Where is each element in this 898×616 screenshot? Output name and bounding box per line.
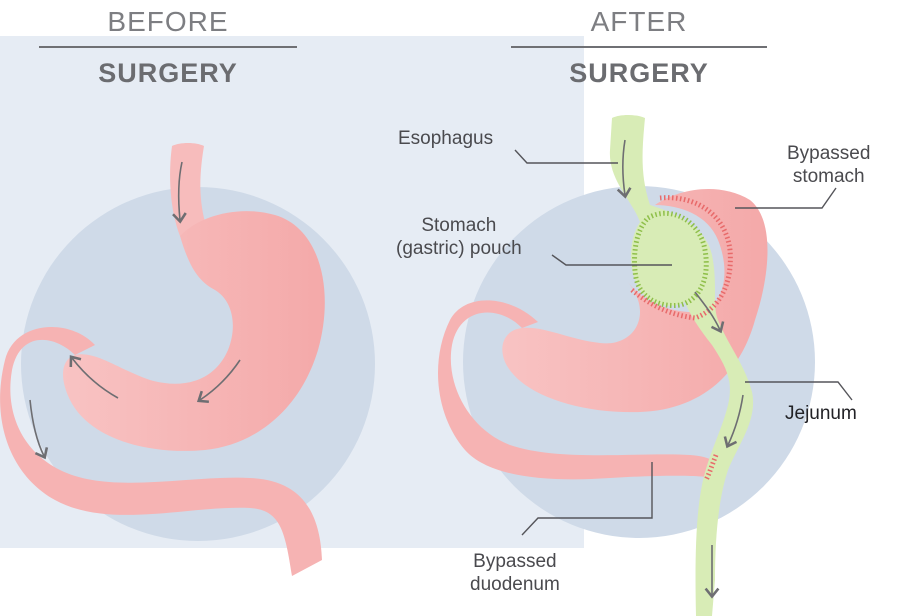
before-divider [39, 46, 297, 48]
after-heading: AFTER SURGERY [511, 6, 767, 89]
after-title: AFTER [511, 6, 767, 38]
label-gastric-pouch: Stomach (gastric) pouch [396, 214, 522, 260]
label-bypassed-duodenum: Bypassed duodenum [470, 550, 560, 596]
before-heading: BEFORE SURGERY [39, 6, 297, 89]
label-jejunum: Jejunum [785, 402, 857, 425]
before-subtitle: SURGERY [39, 58, 297, 89]
before-title: BEFORE [39, 6, 297, 38]
after-subtitle: SURGERY [511, 58, 767, 89]
after-divider [511, 46, 767, 48]
label-bypassed-stomach: Bypassed stomach [787, 142, 870, 188]
label-esophagus: Esophagus [398, 127, 493, 150]
